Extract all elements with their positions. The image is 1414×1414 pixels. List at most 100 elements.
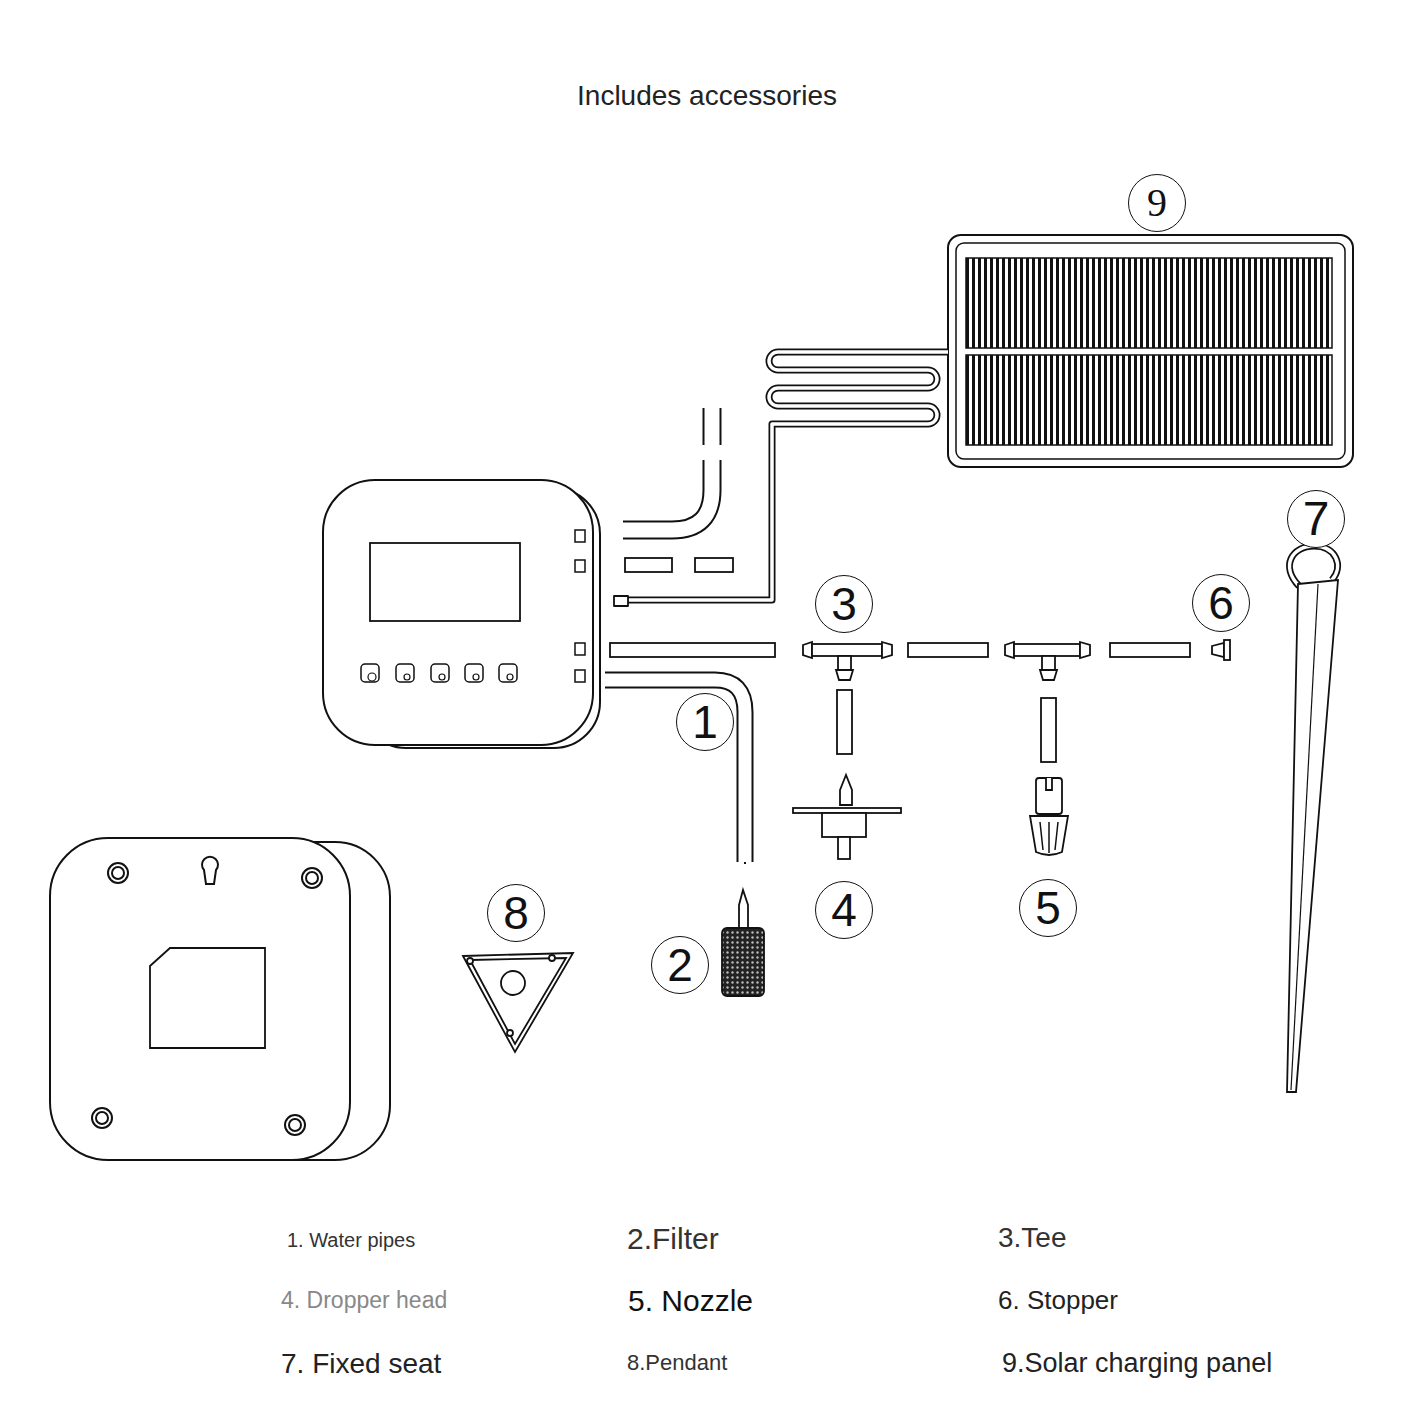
pendant <box>463 953 573 1052</box>
controller-front <box>575 560 585 572</box>
tee-connector <box>838 656 851 670</box>
controller-front <box>370 543 520 621</box>
callout-number: 2 <box>651 936 709 994</box>
callout-number: 8 <box>487 884 545 942</box>
controller-front <box>323 480 600 748</box>
fixed-seat <box>1291 584 1318 1090</box>
pipe-segment <box>610 558 1190 762</box>
nozzle <box>1040 822 1058 853</box>
stopper <box>1224 640 1230 660</box>
part-name: 6. Stopper <box>998 1285 1118 1316</box>
callout-number: 3 <box>815 575 873 633</box>
controller-front <box>499 664 517 682</box>
tee-connector <box>1005 642 1014 658</box>
solar-cable <box>614 352 948 606</box>
tee-connector <box>1014 644 1080 656</box>
tee-connector <box>1080 642 1090 658</box>
water-pipe <box>605 680 745 862</box>
callout-number: 1 <box>676 693 734 751</box>
controller-front <box>575 670 585 682</box>
controller-front <box>431 664 449 682</box>
controller-back <box>289 1119 301 1131</box>
part-name: 4. Dropper head <box>281 1287 447 1315</box>
part-name: 8.Pendant <box>627 1350 727 1376</box>
controller-front <box>323 480 593 745</box>
pipe-segment <box>908 643 988 657</box>
controller-front <box>368 673 376 681</box>
part-name: 2.Filter <box>627 1221 719 1257</box>
controller-back <box>306 872 318 884</box>
part-name: 5. Nozzle <box>628 1283 753 1319</box>
callout-number: 9 <box>1128 174 1186 232</box>
part-name: 3.Tee <box>998 1221 1067 1255</box>
solar-panel <box>948 235 1353 467</box>
controller-front <box>361 664 379 682</box>
callout-number: 6 <box>1192 574 1250 632</box>
controller-front <box>439 674 445 680</box>
pipe-segment <box>625 558 672 572</box>
filter <box>722 890 764 996</box>
pendant <box>463 953 573 1052</box>
controller-back <box>150 948 265 1048</box>
pipe-segment <box>1110 643 1190 657</box>
nozzle <box>1046 778 1052 790</box>
stopper <box>1212 640 1230 660</box>
controller-front <box>507 674 513 680</box>
water-pipe <box>623 460 712 530</box>
nozzle <box>1030 816 1068 855</box>
controller-back <box>302 868 322 888</box>
water-pipe <box>744 862 746 864</box>
controller-back <box>285 1115 305 1135</box>
solar-panel <box>966 258 1332 348</box>
tee-connector <box>1042 656 1055 670</box>
water-pipe <box>705 408 720 445</box>
part-name: 7. Fixed seat <box>281 1347 441 1381</box>
controller-back <box>96 1112 108 1124</box>
diagram-title: Includes accessories <box>0 80 1414 112</box>
pipe-segment <box>837 690 852 754</box>
solar-panel <box>948 235 1353 467</box>
tee-connector <box>803 642 1090 680</box>
callout-number: 5 <box>1019 879 1077 937</box>
solar-cable <box>628 352 948 600</box>
tee-connector <box>803 642 812 658</box>
filter <box>739 890 748 930</box>
tee-connector <box>812 644 882 656</box>
solar-panel <box>966 355 1332 445</box>
solar-cable <box>628 352 948 600</box>
solar-cable <box>614 596 628 606</box>
controller-back <box>50 838 390 1160</box>
tee-connector <box>882 642 892 658</box>
stopper <box>1212 643 1224 657</box>
nozzle <box>1036 778 1062 814</box>
tee-connector <box>836 670 853 680</box>
pipe-segment <box>610 643 775 657</box>
dropper-head <box>838 837 850 859</box>
controller-back <box>92 1108 112 1128</box>
dropper-head <box>793 775 901 859</box>
part-name: 1. Water pipes <box>287 1228 415 1252</box>
fixed-seat <box>1287 580 1338 1092</box>
controller-front <box>404 674 410 680</box>
controller-back <box>50 838 350 1160</box>
pipe-segment <box>1041 698 1056 762</box>
pendant <box>467 958 473 964</box>
callout-number: 4 <box>815 881 873 939</box>
fixed-seat <box>1287 546 1338 1092</box>
nozzle <box>1030 778 1068 855</box>
controller-front <box>396 664 414 682</box>
water-pipe <box>605 680 745 862</box>
pendant <box>501 971 525 995</box>
controller-front <box>575 643 585 655</box>
pipe-segment <box>695 558 733 572</box>
water-pipe <box>623 460 712 530</box>
filter <box>722 928 764 996</box>
callout-number: 7 <box>1287 490 1345 548</box>
controller-back <box>202 857 218 884</box>
water-pipe <box>605 408 745 864</box>
tee-connector <box>1040 670 1057 680</box>
controller-back <box>112 867 124 879</box>
water-pipe <box>703 408 722 445</box>
part-name: 9.Solar charging panel <box>1002 1347 1272 1379</box>
